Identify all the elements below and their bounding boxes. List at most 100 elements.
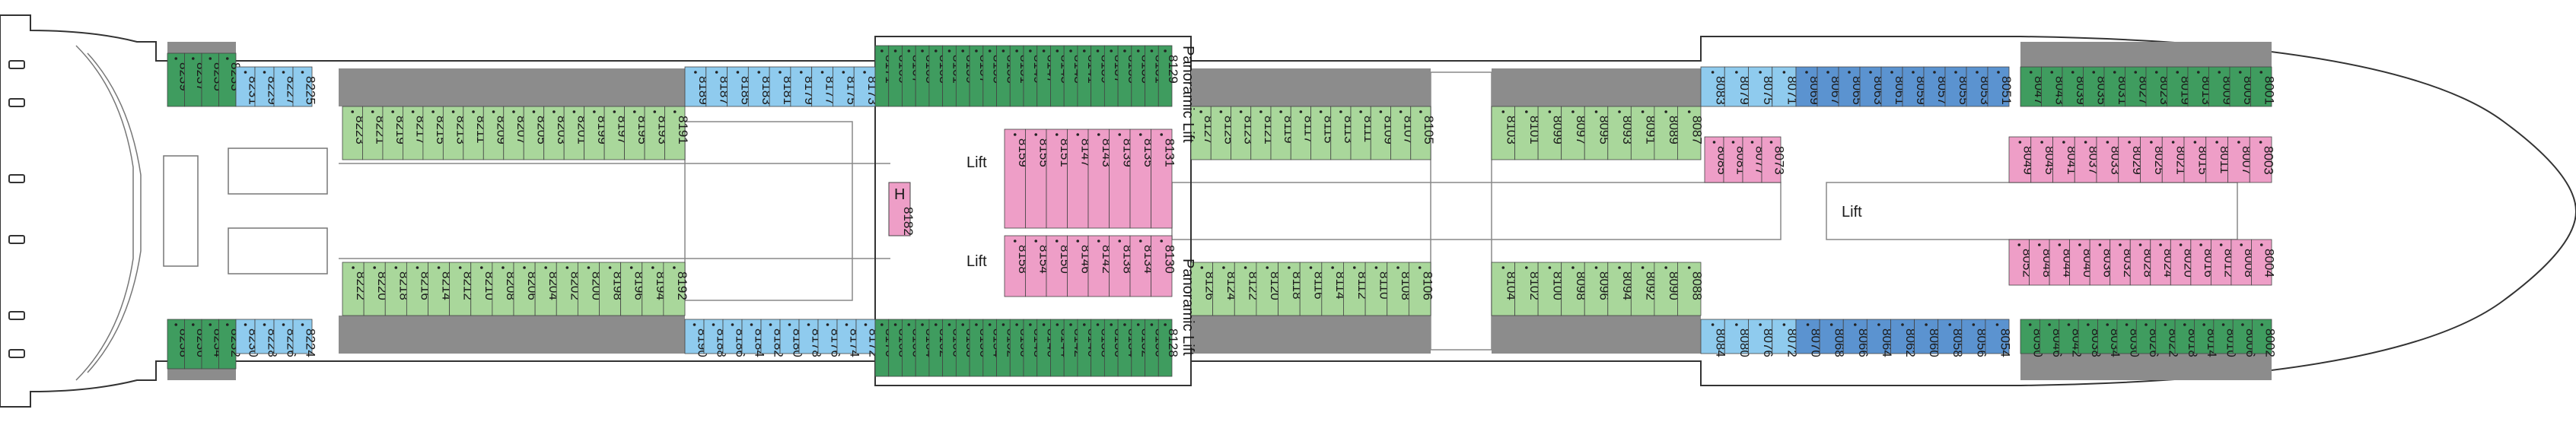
cabin-8090[interactable] [1654, 262, 1678, 316]
cabin-8011[interactable] [2205, 136, 2228, 183]
cabin-8197[interactable] [603, 106, 625, 160]
cabin-8180[interactable] [779, 319, 800, 354]
cabin-8220[interactable] [363, 262, 386, 316]
cabin-8142[interactable] [1087, 235, 1110, 297]
cabin-8081[interactable] [1723, 136, 1743, 183]
cabin-8040[interactable] [2069, 239, 2090, 286]
cabin-8218[interactable] [384, 262, 407, 316]
cabin-8130[interactable] [1151, 235, 1173, 297]
cabin-8196[interactable] [620, 262, 643, 316]
cabin-8135[interactable] [1129, 129, 1151, 229]
panoramic-lift-label-bottom[interactable]: Panoramic Lift [1180, 259, 1196, 356]
cabin-8125[interactable] [1210, 106, 1231, 160]
cabin-8094[interactable] [1607, 262, 1632, 316]
cabin-8146[interactable] [1067, 235, 1089, 297]
cabin-8131[interactable] [1151, 129, 1173, 229]
cabin-8025[interactable] [2140, 136, 2163, 183]
cabin-8043[interactable] [2041, 66, 2063, 107]
cabin-8121[interactable] [1250, 106, 1272, 160]
cabin-8020[interactable] [2170, 239, 2192, 286]
cabin-8213[interactable] [442, 106, 464, 160]
cabin-8128[interactable] [1157, 319, 1173, 377]
cabin-8212[interactable] [449, 262, 472, 316]
cabin-8029[interactable] [2118, 136, 2141, 183]
cabin-8088[interactable] [1677, 262, 1702, 316]
lift-label-bottom[interactable]: Lift [966, 253, 987, 270]
cabin-8108[interactable] [1387, 262, 1409, 316]
cabin-8106[interactable] [1408, 262, 1431, 316]
cabin-8139[interactable] [1109, 129, 1131, 229]
cabin-8107[interactable] [1390, 106, 1412, 160]
cabin-8036[interactable] [2089, 239, 2111, 286]
cabin-8219[interactable] [382, 106, 403, 160]
cabin-8116[interactable] [1299, 262, 1323, 316]
cabin-8105[interactable] [1410, 106, 1431, 160]
cabin-8077[interactable] [1742, 136, 1762, 183]
cabin-8113[interactable] [1330, 106, 1352, 160]
cabin-8126[interactable] [1190, 262, 1214, 316]
cabin-8045[interactable] [2030, 136, 2053, 183]
cabin-8122[interactable] [1234, 262, 1257, 316]
cabin-8004[interactable] [2251, 239, 2272, 286]
cabin-8052[interactable] [2008, 239, 2030, 286]
cabin-8222[interactable] [342, 262, 365, 316]
cabin-8199[interactable] [584, 106, 605, 160]
cabin-8028[interactable] [2129, 239, 2151, 286]
cabin-8124[interactable] [1212, 262, 1235, 316]
panoramic-lift-label-top[interactable]: Panoramic Lift [1180, 46, 1196, 143]
cabin-8092[interactable] [1630, 262, 1655, 316]
h-cabin[interactable] [888, 182, 911, 236]
cabin-8041[interactable] [2052, 136, 2075, 183]
cabin-8102[interactable] [1514, 262, 1539, 316]
cabin-8191[interactable] [664, 106, 686, 160]
cabin-8027[interactable] [2125, 66, 2147, 107]
lift-label-top[interactable]: Lift [966, 154, 987, 171]
cabin-8143[interactable] [1087, 129, 1110, 229]
cabin-8095[interactable] [1584, 106, 1609, 160]
cabin-8085[interactable] [1704, 136, 1724, 183]
cabin-8091[interactable] [1630, 106, 1655, 160]
cabin-8129[interactable] [1157, 45, 1173, 107]
cabin-8198[interactable] [599, 262, 622, 316]
cabin-8033[interactable] [2096, 136, 2119, 183]
cabin-8192[interactable] [663, 262, 686, 316]
cabin-8118[interactable] [1278, 262, 1301, 316]
cabin-8183[interactable] [747, 66, 770, 107]
cabin-8205[interactable] [523, 106, 545, 160]
cabin-8060[interactable] [1914, 319, 1939, 354]
cabin-8221[interactable] [362, 106, 384, 160]
cabin-8204[interactable] [534, 262, 557, 316]
cabin-8134[interactable] [1129, 235, 1151, 297]
cabin-8151[interactable] [1046, 129, 1068, 229]
cabin-8024[interactable] [2150, 239, 2171, 286]
cabin-8119[interactable] [1270, 106, 1291, 160]
cabin-8008[interactable] [2231, 239, 2252, 286]
cabin-8103[interactable] [1491, 106, 1515, 160]
cabin-8203[interactable] [543, 106, 565, 160]
lift-label-bow[interactable]: Lift [1842, 204, 1862, 221]
cabin-8115[interactable] [1310, 106, 1332, 160]
cabin-8087[interactable] [1677, 106, 1702, 160]
cabin-8021[interactable] [2161, 136, 2185, 183]
cabin-8210[interactable] [470, 262, 493, 316]
cabin-8100[interactable] [1537, 262, 1562, 316]
cabin-8044[interactable] [2049, 239, 2071, 286]
cabin-8096[interactable] [1584, 262, 1609, 316]
cabin-8049[interactable] [2008, 136, 2032, 183]
cabin-8099[interactable] [1537, 106, 1562, 160]
cabin-8073[interactable] [1761, 136, 1782, 183]
cabin-8093[interactable] [1607, 106, 1632, 160]
cabin-8114[interactable] [1321, 262, 1344, 316]
cabin-8089[interactable] [1654, 106, 1678, 160]
cabin-8123[interactable] [1231, 106, 1252, 160]
cabin-8058[interactable] [1938, 319, 1963, 354]
cabin-8223[interactable] [342, 106, 363, 160]
cabin-8007[interactable] [2227, 136, 2250, 183]
cabin-8154[interactable] [1025, 235, 1047, 297]
cabin-8016[interactable] [2190, 239, 2211, 286]
cabin-8215[interactable] [422, 106, 444, 160]
cabin-8051[interactable] [1987, 66, 2010, 107]
cabin-8214[interactable] [428, 262, 451, 316]
cabin-8194[interactable] [642, 262, 664, 316]
cabin-8117[interactable] [1290, 106, 1311, 160]
